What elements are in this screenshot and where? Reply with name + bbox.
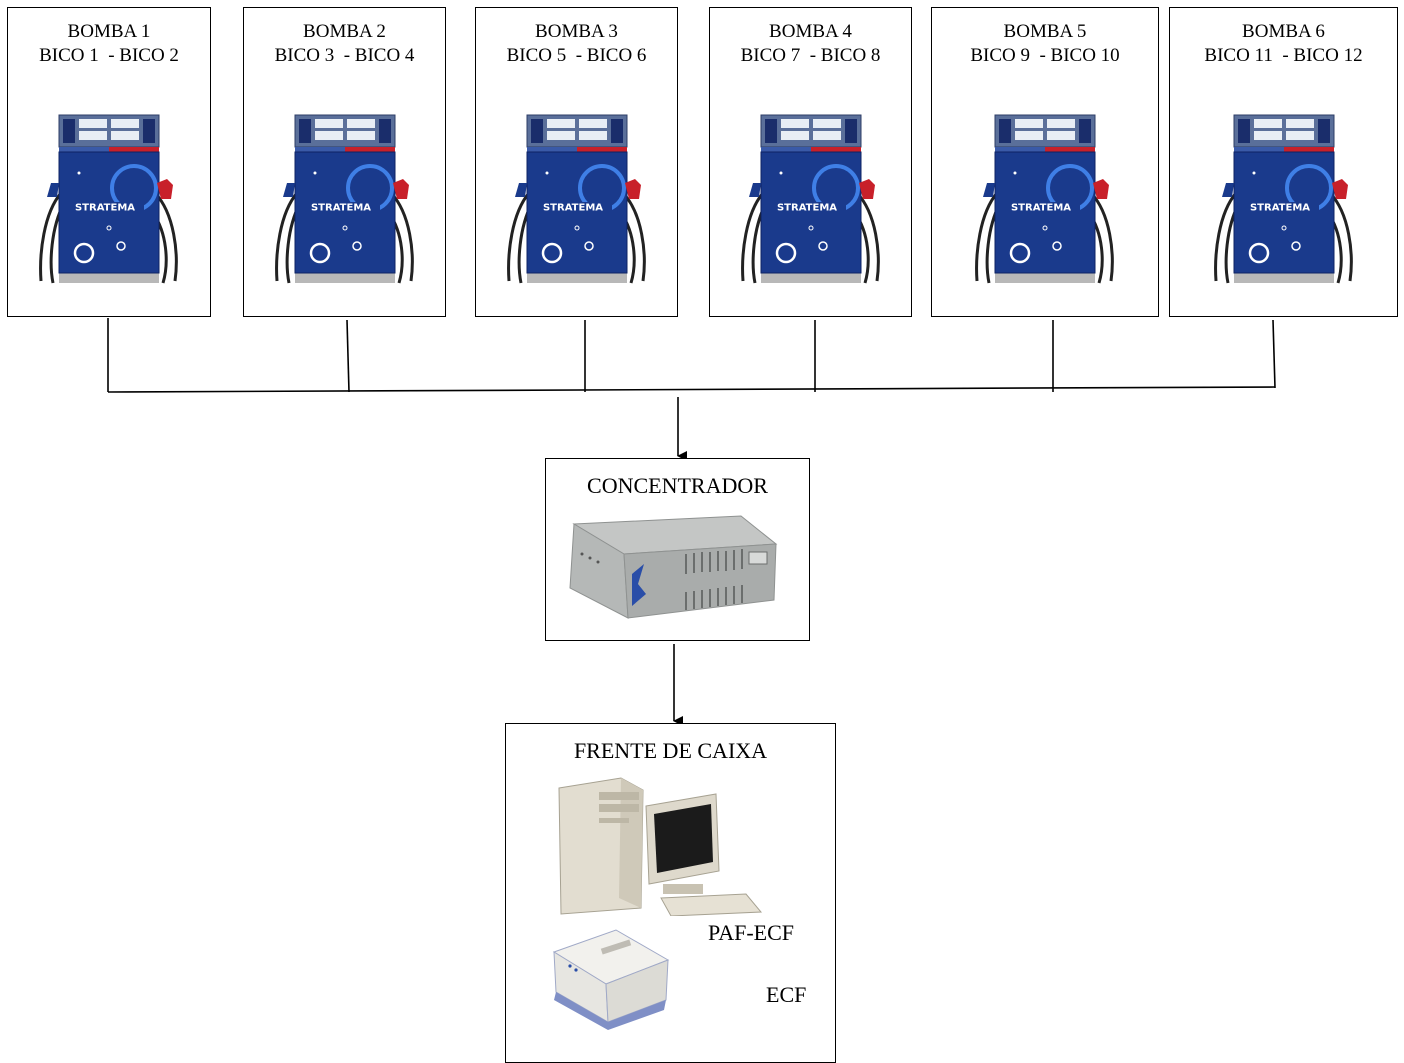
pump-name: BOMBA 3 — [535, 21, 618, 42]
pump-nozzles: BICO 11 - BICO 12 — [1204, 45, 1363, 66]
pump-box-3: BOMBA 3 BICO 5 - BICO 6 — [475, 7, 678, 317]
bus-line — [107, 386, 1276, 393]
concentrator-box: CONCENTRADOR — [545, 458, 810, 641]
pump-title: BOMBA 3 BICO 5 - BICO 6 — [476, 20, 677, 68]
checkout-box: FRENTE DE CAIXA PAF-ECF ECF — [505, 723, 836, 1063]
concentrator-device-icon — [569, 515, 778, 619]
pump-title: BOMBA 1 BICO 1 - BICO 2 — [8, 20, 210, 68]
pump-title: BOMBA 5 BICO 9 - BICO 10 — [932, 20, 1158, 68]
drop-line-2 — [346, 319, 350, 393]
pump-nozzles: BICO 7 - BICO 8 — [740, 45, 881, 66]
pump-box-6: BOMBA 6 BICO 11 - BICO 12 — [1169, 7, 1398, 317]
pump-name: BOMBA 1 — [67, 21, 151, 42]
pump-box-4: BOMBA 4 BICO 7 - BICO 8 — [709, 7, 912, 317]
pump-nozzles: BICO 9 - BICO 10 — [970, 45, 1120, 66]
printer-icon — [552, 929, 670, 1030]
checkout-title: FRENTE DE CAIXA — [573, 738, 768, 763]
pump-nozzles: BICO 3 - BICO 4 — [274, 45, 415, 66]
ecf-label: ECF — [766, 982, 807, 1007]
pump-title: BOMBA 6 BICO 11 - BICO 12 — [1170, 20, 1397, 68]
paf-ecf-label: PAF-ECF — [708, 920, 795, 945]
computer-icon — [558, 777, 763, 916]
pump-box-1: BOMBA 1 BICO 1 - BICO 2 — [7, 7, 211, 317]
concentrator-title: CONCENTRADOR — [587, 473, 768, 498]
pump-name: BOMBA 4 — [769, 21, 852, 42]
pump-title: BOMBA 2 BICO 3 - BICO 4 — [244, 20, 445, 68]
pump-name: BOMBA 6 — [1242, 21, 1325, 42]
drop-line-6 — [1272, 319, 1276, 389]
pump-box-5: BOMBA 5 BICO 9 - BICO 10 — [931, 7, 1159, 317]
pump-name: BOMBA 5 — [1003, 21, 1087, 42]
pump-box-2: BOMBA 2 BICO 3 - BICO 4 — [243, 7, 446, 317]
pump-title: BOMBA 4 BICO 7 - BICO 8 — [710, 20, 911, 68]
pump-nozzles: BICO 5 - BICO 6 — [506, 45, 647, 66]
pump-name: BOMBA 2 — [303, 21, 386, 42]
pump-nozzles: BICO 1 - BICO 2 — [39, 45, 179, 66]
